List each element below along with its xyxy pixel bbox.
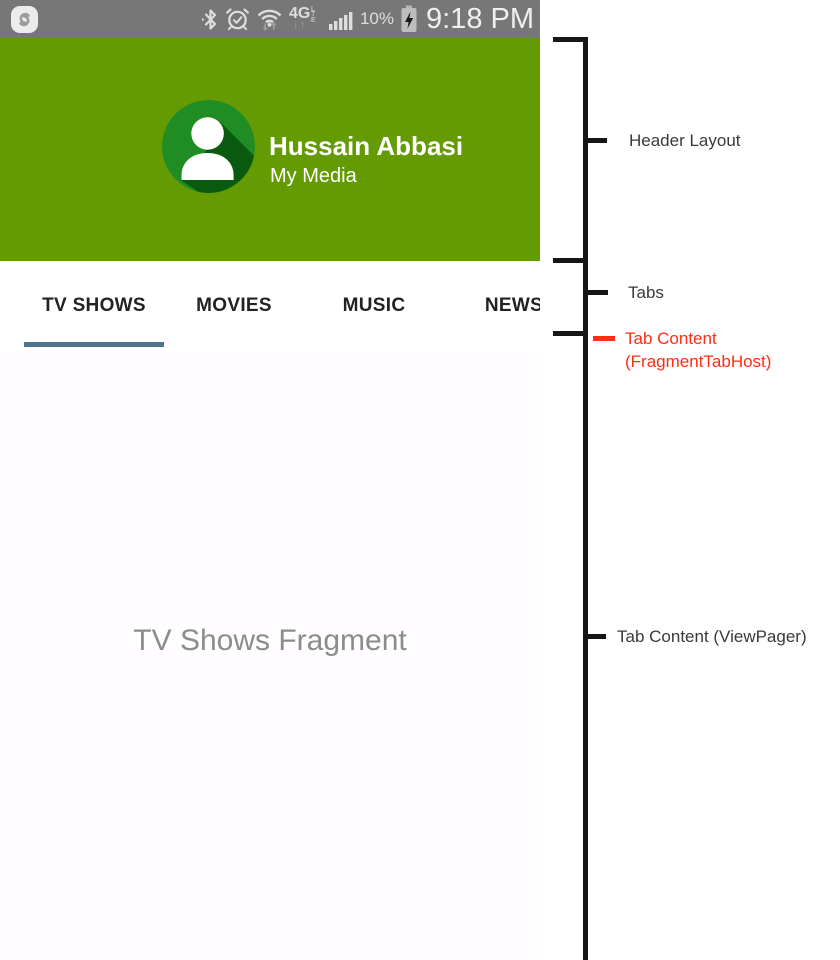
person-icon [181,117,234,180]
tab-bar: TV SHOWS MOVIES MUSIC NEWS [0,261,540,350]
tab-selected-indicator [24,342,164,347]
network-lte-label: LTE [310,5,316,24]
annotation-label-fragmenttabhost-line2: (FragmentTabHost) [625,352,772,371]
annotation-tick-header-layout [588,138,607,143]
bracket-vertical-line [583,37,588,960]
annotation-tick-fragmenttabhost [593,336,615,341]
annotation-label-header-layout: Header Layout [629,131,741,150]
bracket-top-corner [553,37,588,42]
tab-music[interactable]: MUSIC [304,261,444,350]
alarm-icon [225,7,250,31]
phone-screen: 4G LTE ↓↑ 10% [0,0,540,657]
fragment-label: TV Shows Fragment [133,624,407,657]
annotation-tick-tabs [588,290,608,295]
network-updown-arrows-icon: ↓↑ [292,18,306,31]
sync-icon [11,5,38,33]
bluetooth-icon [201,8,219,31]
tab-label: MUSIC [342,295,406,316]
wifi-icon [256,7,283,32]
tab-label: NEWS [484,295,540,316]
profile-name: Hussain Abbasi [269,131,464,161]
tab-label: TV SHOWS [42,295,146,316]
status-bar: 4G LTE ↓↑ 10% [0,0,540,38]
annotation-label-fragmenttabhost: Tab Content (FragmentTabHost) [625,327,771,373]
tab-label: MOVIES [196,295,272,316]
profile-header-layout: Hussain Abbasi My Media [0,38,540,261]
battery-charging-icon [400,5,418,33]
annotation-label-tabs: Tabs [628,283,664,302]
network-type-label: 4G [288,4,311,22]
tab-news[interactable]: NEWS [444,261,540,350]
profile-subtitle: My Media [270,165,357,187]
network-4g-lte-icon: 4G LTE ↓↑ [288,4,322,33]
battery-percentage: 10% [359,9,394,28]
avatar [162,100,255,193]
tab-movies[interactable]: MOVIES [164,261,304,350]
clock-time: 9:18 PM [426,2,534,35]
tab-tv-shows[interactable]: TV SHOWS [24,261,164,350]
annotation-label-fragmenttabhost-line1: Tab Content [625,329,717,348]
annotation-tick-viewpager [588,634,606,639]
section-divider-header-tabs [553,258,588,263]
section-divider-tabs-content [553,331,588,336]
signal-strength-icon [328,8,354,31]
annotation-label-viewpager: Tab Content (ViewPager) [617,627,807,646]
